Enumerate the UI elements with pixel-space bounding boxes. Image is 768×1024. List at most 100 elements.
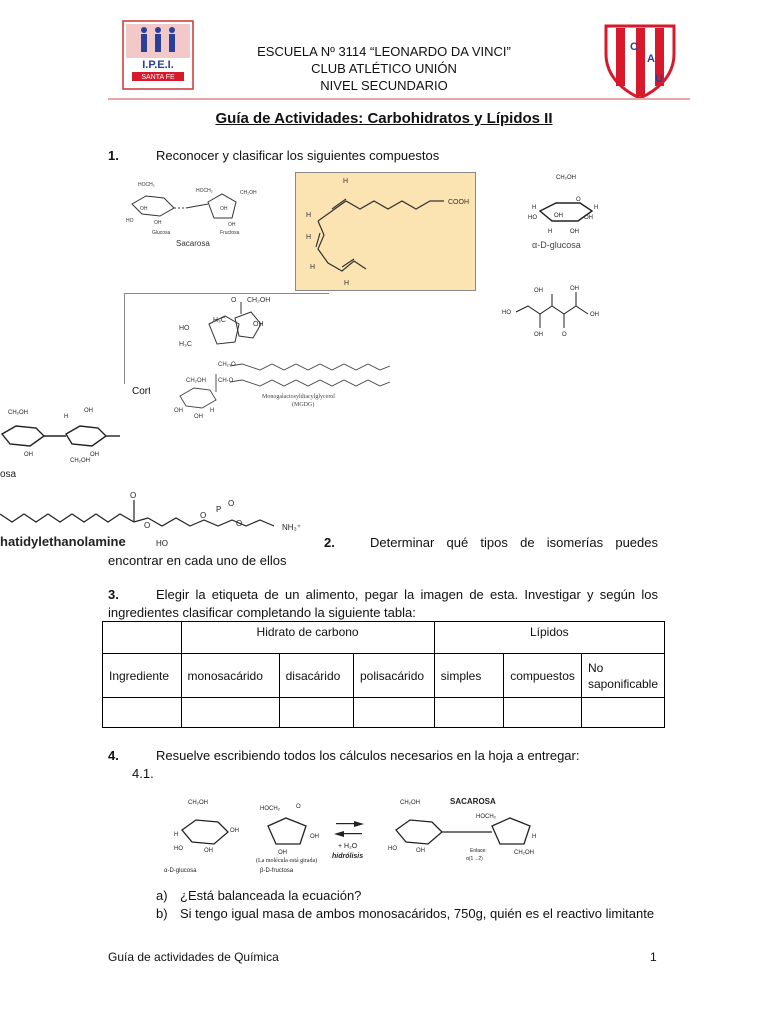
q4a-text: ¿Está balanceada la ecuación? bbox=[180, 888, 362, 903]
svg-text:H: H bbox=[532, 205, 536, 211]
svg-text:HO: HO bbox=[528, 215, 537, 221]
club-name: CLUB ATLÉTICO UNIÓN bbox=[311, 61, 457, 76]
q2-number: 2. bbox=[324, 535, 335, 550]
svg-text:OH: OH bbox=[584, 215, 593, 221]
glucosa-label: α-D-glucosa bbox=[532, 240, 581, 250]
page-number: 1 bbox=[650, 950, 657, 964]
cooh-label: COOH bbox=[448, 199, 469, 206]
svg-text:Fructosa: Fructosa bbox=[220, 230, 240, 236]
svg-text:O: O bbox=[228, 499, 234, 508]
q1-number: 1. bbox=[108, 148, 119, 163]
q4-subnumber: 4.1. bbox=[132, 766, 154, 781]
svg-text:HO: HO bbox=[388, 846, 397, 852]
svg-text:OH: OH bbox=[174, 408, 183, 414]
svg-text:OH: OH bbox=[228, 222, 236, 228]
svg-text:H: H bbox=[210, 408, 214, 414]
q2-text-2: encontrar en cada uno de ellos bbox=[108, 553, 287, 568]
reaction-fructosa-label: β-D-fructosa bbox=[260, 868, 294, 874]
reaction-hidrolisis: hidrólisis bbox=[332, 853, 363, 860]
svg-text:OH: OH bbox=[570, 229, 579, 235]
table-cell[interactable] bbox=[278, 697, 355, 728]
table-header-ingrediente: Ingrediente bbox=[102, 653, 182, 698]
table-cell[interactable] bbox=[503, 697, 582, 728]
svg-text:HO: HO bbox=[179, 325, 190, 332]
table-cell[interactable] bbox=[180, 697, 280, 728]
svg-text:C: C bbox=[630, 41, 638, 53]
q4b-text: Si tengo igual masa de ambos monosacárid… bbox=[180, 906, 655, 921]
svg-text:O: O bbox=[200, 511, 206, 520]
svg-text:O: O bbox=[144, 521, 150, 530]
svg-text:HOCH₂: HOCH₂ bbox=[476, 814, 497, 820]
svg-text:H: H bbox=[594, 205, 598, 211]
reaction-glucosa-label: α-D-glucosa bbox=[164, 868, 197, 874]
svg-text:O: O bbox=[562, 332, 567, 338]
svg-text:OH: OH bbox=[154, 220, 162, 226]
table-blank-cell bbox=[102, 621, 182, 654]
svg-text:OH: OH bbox=[194, 414, 203, 420]
q4-number: 4. bbox=[108, 748, 119, 763]
svg-text:CH₂OH: CH₂OH bbox=[188, 800, 208, 806]
table-cell[interactable] bbox=[433, 697, 505, 728]
svg-text:CH₂OH: CH₂OH bbox=[70, 458, 90, 464]
svg-text:OH: OH bbox=[310, 834, 319, 840]
mgdg-abbrev: (MGDG) bbox=[292, 401, 314, 408]
header-rule bbox=[108, 98, 690, 100]
svg-text:OH: OH bbox=[253, 321, 264, 328]
svg-text:H: H bbox=[310, 264, 315, 271]
table-cell[interactable] bbox=[102, 697, 182, 728]
table-cell[interactable] bbox=[580, 697, 666, 728]
table-group-lipidos: Lípidos bbox=[433, 621, 666, 654]
sacarosa-label: Sacarosa bbox=[176, 239, 210, 248]
reaction-product-label: SACAROSA bbox=[450, 797, 496, 806]
svg-text:OH: OH bbox=[534, 288, 543, 294]
q1-text: Reconocer y clasificar los siguientes co… bbox=[156, 148, 440, 163]
svg-text:CH₂OH: CH₂OH bbox=[186, 378, 206, 384]
svg-text:O: O bbox=[576, 197, 581, 203]
svg-text:OH: OH bbox=[140, 206, 148, 212]
svg-text:HO: HO bbox=[502, 310, 511, 316]
q4-text: Resuelve escribiendo todos los cálculos … bbox=[156, 748, 580, 763]
svg-text:H₃C: H₃C bbox=[179, 341, 192, 348]
reaction-enlace-type: α(1→2) bbox=[466, 856, 483, 862]
svg-text:NH₃⁺: NH₃⁺ bbox=[282, 523, 301, 532]
svg-text:H: H bbox=[548, 229, 552, 235]
svg-text:CH-O: CH-O bbox=[218, 378, 234, 384]
cortis-label: Cortis bbox=[132, 386, 159, 397]
q3-text-2: ingredientes clasificar completando la s… bbox=[108, 605, 416, 620]
svg-text:O: O bbox=[231, 297, 237, 304]
table-cell[interactable] bbox=[353, 697, 435, 728]
svg-text:HOCH₂: HOCH₂ bbox=[138, 182, 155, 188]
q4b-marker: b) bbox=[156, 906, 168, 921]
svg-text:A: A bbox=[647, 53, 655, 65]
svg-text:H: H bbox=[306, 234, 311, 241]
svg-text:OH: OH bbox=[534, 332, 543, 338]
svg-text:O: O bbox=[296, 804, 301, 810]
svg-text:HO: HO bbox=[126, 218, 134, 224]
table-header-no-saponificable: No saponificable bbox=[580, 653, 666, 698]
svg-text:OH: OH bbox=[84, 408, 93, 414]
table-header-disacarido: disacárido bbox=[278, 653, 355, 698]
svg-text:OH: OH bbox=[24, 452, 33, 458]
classification-table: Hidrato de carbono Lípidos Ingrediente m… bbox=[102, 621, 666, 728]
svg-text:OH: OH bbox=[554, 213, 563, 219]
ipei-logo: I.P.E.I. SANTA FE bbox=[122, 20, 194, 90]
svg-text:OH: OH bbox=[230, 828, 239, 834]
svg-text:OH: OH bbox=[220, 206, 228, 212]
q4a-marker: a) bbox=[156, 888, 168, 903]
svg-text:HO: HO bbox=[156, 539, 168, 548]
svg-text:I.P.E.I.: I.P.E.I. bbox=[142, 59, 174, 71]
union-crest-logo: C A U bbox=[600, 20, 680, 100]
svg-text:HOCH₂: HOCH₂ bbox=[196, 188, 213, 194]
mgdg-label: Monogalactosyldiacylglycerol bbox=[262, 394, 335, 400]
svg-text:SANTA FE: SANTA FE bbox=[141, 74, 175, 81]
table-header-monosacarido: monosacárido bbox=[180, 653, 280, 698]
svg-text:O: O bbox=[236, 519, 242, 528]
table-group-hidrato: Hidrato de carbono bbox=[180, 621, 435, 654]
svg-text:CH₂OH: CH₂OH bbox=[8, 410, 28, 416]
svg-text:P: P bbox=[216, 505, 221, 514]
